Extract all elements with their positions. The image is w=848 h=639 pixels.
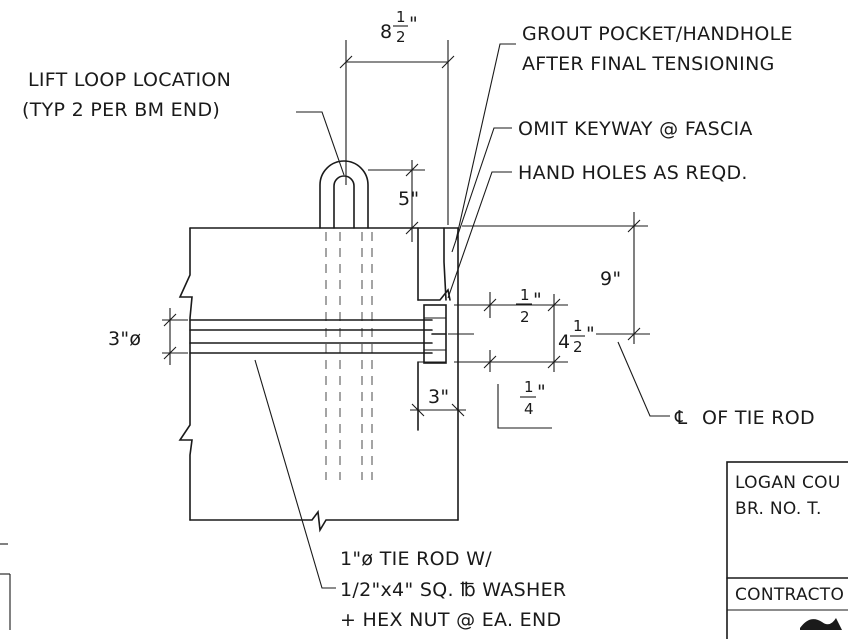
title-block-county: LOGAN COU [735,473,841,493]
dim-top-width-num: 1 [396,8,406,26]
dim-top-width [339,40,455,225]
dim-spacing-unit: " [586,323,595,345]
dim-rod-offset-num: 1 [520,286,530,304]
dim-top-to-rod [462,212,650,344]
callout-tie-rod-line2: 1/2"x4" SQ. ℔ WASHER [340,579,566,601]
dim-keyway-depth-label: 3" [428,386,449,408]
leader-lines [254,43,670,589]
dim-spacing-whole: 4 [558,331,570,353]
dim-top-width-inch: " [409,13,418,35]
dim-loop-offset [368,160,425,242]
contractor-logo-fragment [800,618,842,630]
callout-centerline-symbol: ℄ [674,407,688,429]
title-block-bridge-no: BR. NO. T. [735,499,822,519]
dim-quarter [497,384,552,429]
callout-grout-line2: AFTER FINAL TENSIONING [522,53,775,75]
dim-top-to-rod-label: 9" [600,268,621,290]
dim-spacing-den: 2 [573,338,583,356]
dim-rod-spacing [448,292,568,372]
callout-centerline-text: OF TIE ROD [702,407,815,429]
dim-rod-diameter [162,308,188,365]
dim-top-width-den: 2 [396,28,406,46]
dim-rod-offset-unit: " [533,289,542,311]
dim-rod-offset-den: 2 [520,308,530,326]
callout-lift-loop-line2: (TYP 2 PER BM END) [22,99,220,121]
callout-omit-keyway: OMIT KEYWAY @ FASCIA [518,118,753,140]
dim-top-width-whole: 8 [380,21,392,43]
callout-grout-line1: GROUT POCKET/HANDHOLE [522,23,793,45]
title-block-contractor: CONTRACTO [735,585,844,605]
callout-lift-loop-line1: LIFT LOOP LOCATION [28,69,231,91]
dim-keyway-depth [410,403,466,417]
hex-nut-and-washer [417,227,451,364]
callout-hand-holes: HAND HOLES AS REQD. [518,162,748,184]
dim-quarter-unit: " [537,381,546,403]
dim-rod-diameter-label: 3"ø [108,328,141,350]
beam-outline [178,227,459,533]
dim-quarter-den: 4 [524,400,534,418]
dim-loop-offset-label: 5" [398,188,419,210]
callout-tie-rod-line3: + HEX NUT @ EA. END [340,609,561,631]
lift-loop [319,160,373,480]
title-block [726,461,848,639]
edge-marks [0,543,11,630]
dim-spacing-num: 1 [573,317,583,335]
tie-rod [189,319,433,354]
callout-tie-rod-line1: 1"ø TIE ROD W/ [340,548,492,570]
dim-quarter-num: 1 [524,378,534,396]
